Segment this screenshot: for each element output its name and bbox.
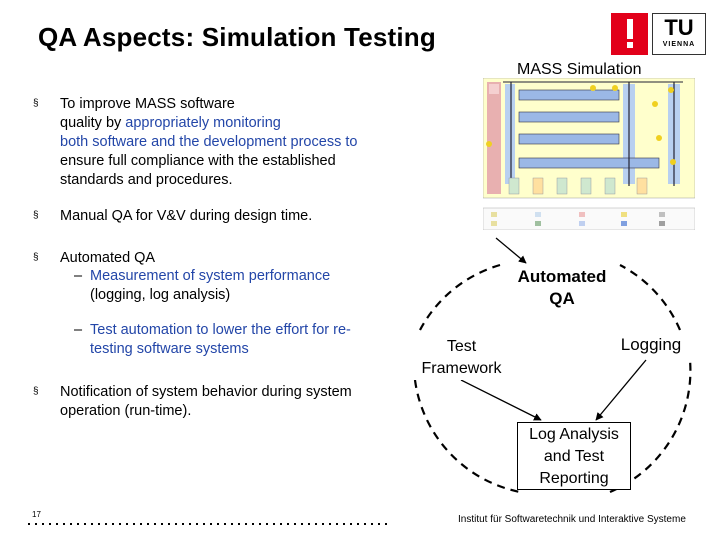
sub-bullet-item: Measurement of system performance (loggin… xyxy=(90,267,330,305)
institute-name: Institut für Softwaretechnik und Interak… xyxy=(458,514,686,525)
sub-bullet-item: Test automation to lower the effort for … xyxy=(90,321,351,359)
bullet-line: Test automation to lower the effort for … xyxy=(90,321,351,340)
bullet-line: Notification of system behavior during s… xyxy=(60,383,352,402)
bullet-line: ensure full compliance with the establis… xyxy=(60,152,357,171)
bullet-text-segment: Measurement of system performance xyxy=(90,268,331,284)
bullet-text-segment: both software and the development proces… xyxy=(60,134,358,150)
arrow-framework-to-log-analysis xyxy=(460,379,542,421)
bullet-line: quality by appropriately monitoring xyxy=(60,114,357,133)
bullet-text-segment: appropriately monitoring xyxy=(125,115,281,131)
sub-bullet-marker: – xyxy=(74,268,83,284)
bullet-text-segment: testing software systems xyxy=(90,341,249,357)
bullet-line: To improve MASS software xyxy=(60,95,357,114)
tu-logo-mark xyxy=(611,13,648,55)
bullet-text-segment: Automated QA xyxy=(60,250,156,266)
bullet-item: To improve MASS software quality by appro… xyxy=(60,95,357,190)
bullet-text-segment: To improve MASS software xyxy=(60,96,235,112)
bullet-marker: § xyxy=(33,386,39,397)
tu-logo: TU VIENNA xyxy=(652,13,706,55)
automated-qa-node: Automated QA xyxy=(517,267,607,308)
bullet-line: standards and procedures. xyxy=(60,171,357,190)
bullet-text-segment: Notification of system behavior during s… xyxy=(60,384,352,400)
bullet-marker: § xyxy=(33,252,39,263)
bullet-line: Measurement of system performance xyxy=(90,267,330,286)
bullet-text-segment: quality by xyxy=(60,115,126,131)
bullet-line: (logging, log analysis) xyxy=(90,286,330,305)
bullet-line: operation (run-time). xyxy=(60,402,352,421)
bullet-line: both software and the development proces… xyxy=(60,133,357,152)
bullet-marker: § xyxy=(33,210,39,221)
bullet-text-segment: operation (run-time). xyxy=(60,403,192,419)
bullet-text-segment: ensure full compliance with the establis… xyxy=(60,153,336,169)
slide-title: QA Aspects: Simulation Testing xyxy=(38,22,436,52)
test-framework-node: Test Framework xyxy=(408,336,515,380)
log-analysis-node: Log Analysis and Test Reporting xyxy=(517,422,631,490)
arrow-image-to-automated-qa xyxy=(495,237,527,264)
bullet-text-segment: (logging, log analysis) xyxy=(90,287,231,303)
bullet-marker: § xyxy=(33,98,39,109)
logging-node: Logging xyxy=(610,334,692,356)
page-number: 17 xyxy=(32,510,41,519)
tu-logo-text: TU xyxy=(664,15,694,40)
bullet-text-segment: Test automation to lower the effort for … xyxy=(90,322,351,338)
arrow-logging-to-log-analysis xyxy=(595,359,647,421)
sub-bullet-marker: – xyxy=(74,322,83,338)
mass-simulation-image xyxy=(483,78,695,230)
mass-simulation-label: MASS Simulation xyxy=(517,61,642,78)
bullet-item: Notification of system behavior during s… xyxy=(60,383,352,421)
tu-logo-vienna: VIENNA xyxy=(662,41,696,48)
bullet-line: testing software systems xyxy=(90,340,351,359)
bullet-text-segment: standards and procedures. xyxy=(60,172,233,188)
footer-dotted-line xyxy=(28,523,390,525)
bullet-line: Manual QA for V&V during design time. xyxy=(60,207,312,226)
bullet-item: Automated QA xyxy=(60,249,155,268)
bullet-text-segment: Manual QA for V&V during design time. xyxy=(60,208,313,224)
bullet-item: Manual QA for V&V during design time. xyxy=(60,207,312,226)
bullet-line: Automated QA xyxy=(60,249,155,268)
